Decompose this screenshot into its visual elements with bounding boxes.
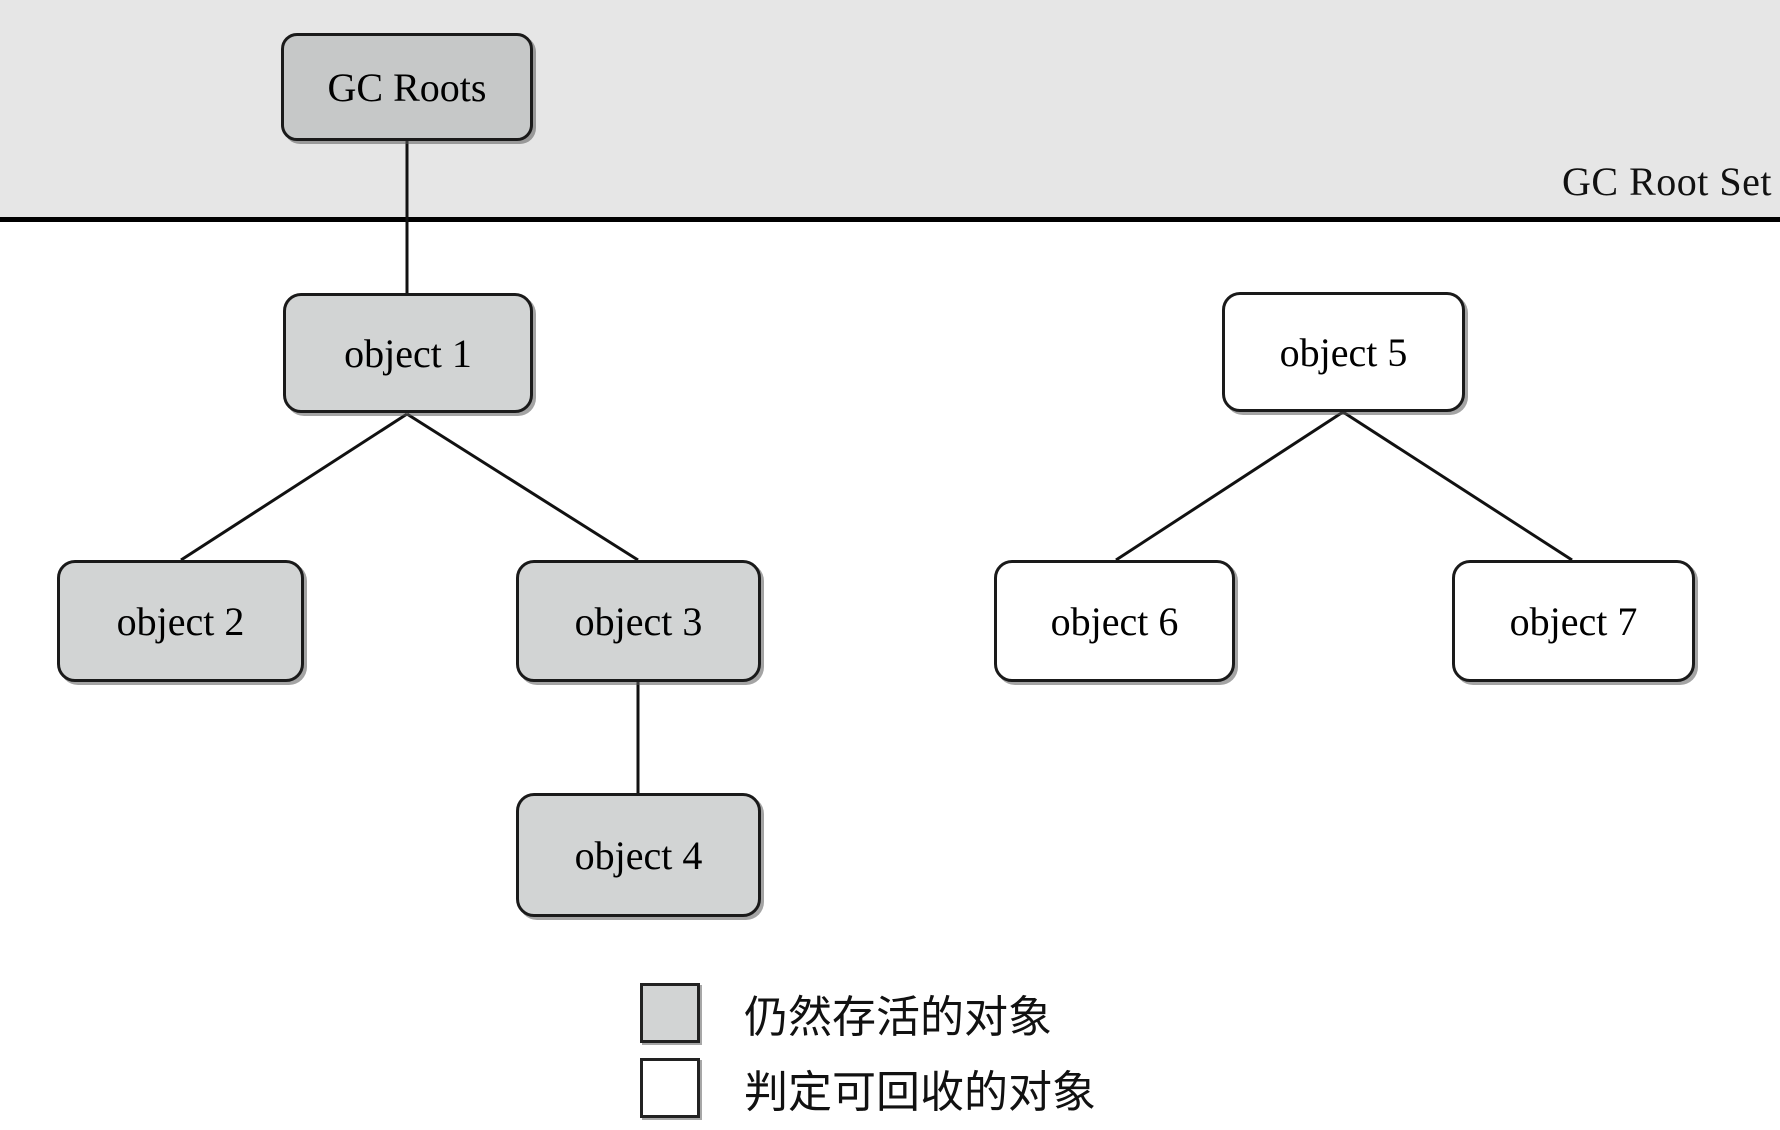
legend-row-garbage: 判定可回收的对象	[640, 1050, 1096, 1125]
node-label: object 4	[574, 832, 703, 878]
node-label: object 7	[1509, 598, 1638, 644]
edge-object-1-to-object-2	[180, 412, 408, 562]
node-object-1[interactable]: object 1	[283, 293, 533, 413]
node-label: object 2	[116, 598, 245, 644]
legend-swatch-alive	[640, 982, 700, 1043]
legend-row-alive: 仍然存活的对象	[640, 975, 1096, 1050]
node-object-4[interactable]: object 4	[516, 793, 761, 917]
node-label: object 3	[574, 598, 703, 644]
node-label: object 1	[344, 330, 472, 376]
edge-object-5-to-object-7	[1342, 410, 1573, 562]
node-object-3[interactable]: object 3	[516, 560, 761, 682]
node-object-5[interactable]: object 5	[1222, 292, 1465, 412]
node-label: object 6	[1050, 598, 1179, 644]
gc-root-set-label: GC Root Set	[1562, 159, 1772, 204]
node-object-2[interactable]: object 2	[57, 560, 304, 682]
edge-object-5-to-object-6	[1115, 410, 1344, 562]
node-object-7[interactable]: object 7	[1452, 560, 1695, 682]
edge-object-1-to-object-3	[406, 412, 639, 562]
legend-swatch-garbage	[640, 1057, 700, 1118]
legend-label-alive: 仍然存活的对象	[744, 991, 1052, 1043]
node-object-6[interactable]: object 6	[994, 560, 1235, 682]
legend: 仍然存活的对象判定可回收的对象	[640, 975, 1096, 1125]
node-label: object 5	[1279, 329, 1408, 375]
legend-label-garbage: 判定可回收的对象	[744, 1066, 1096, 1118]
gc-root-set-band: GC Root Set	[0, 0, 1780, 222]
node-gc-roots[interactable]: GC Roots	[281, 33, 533, 141]
node-label: GC Roots	[327, 64, 487, 110]
